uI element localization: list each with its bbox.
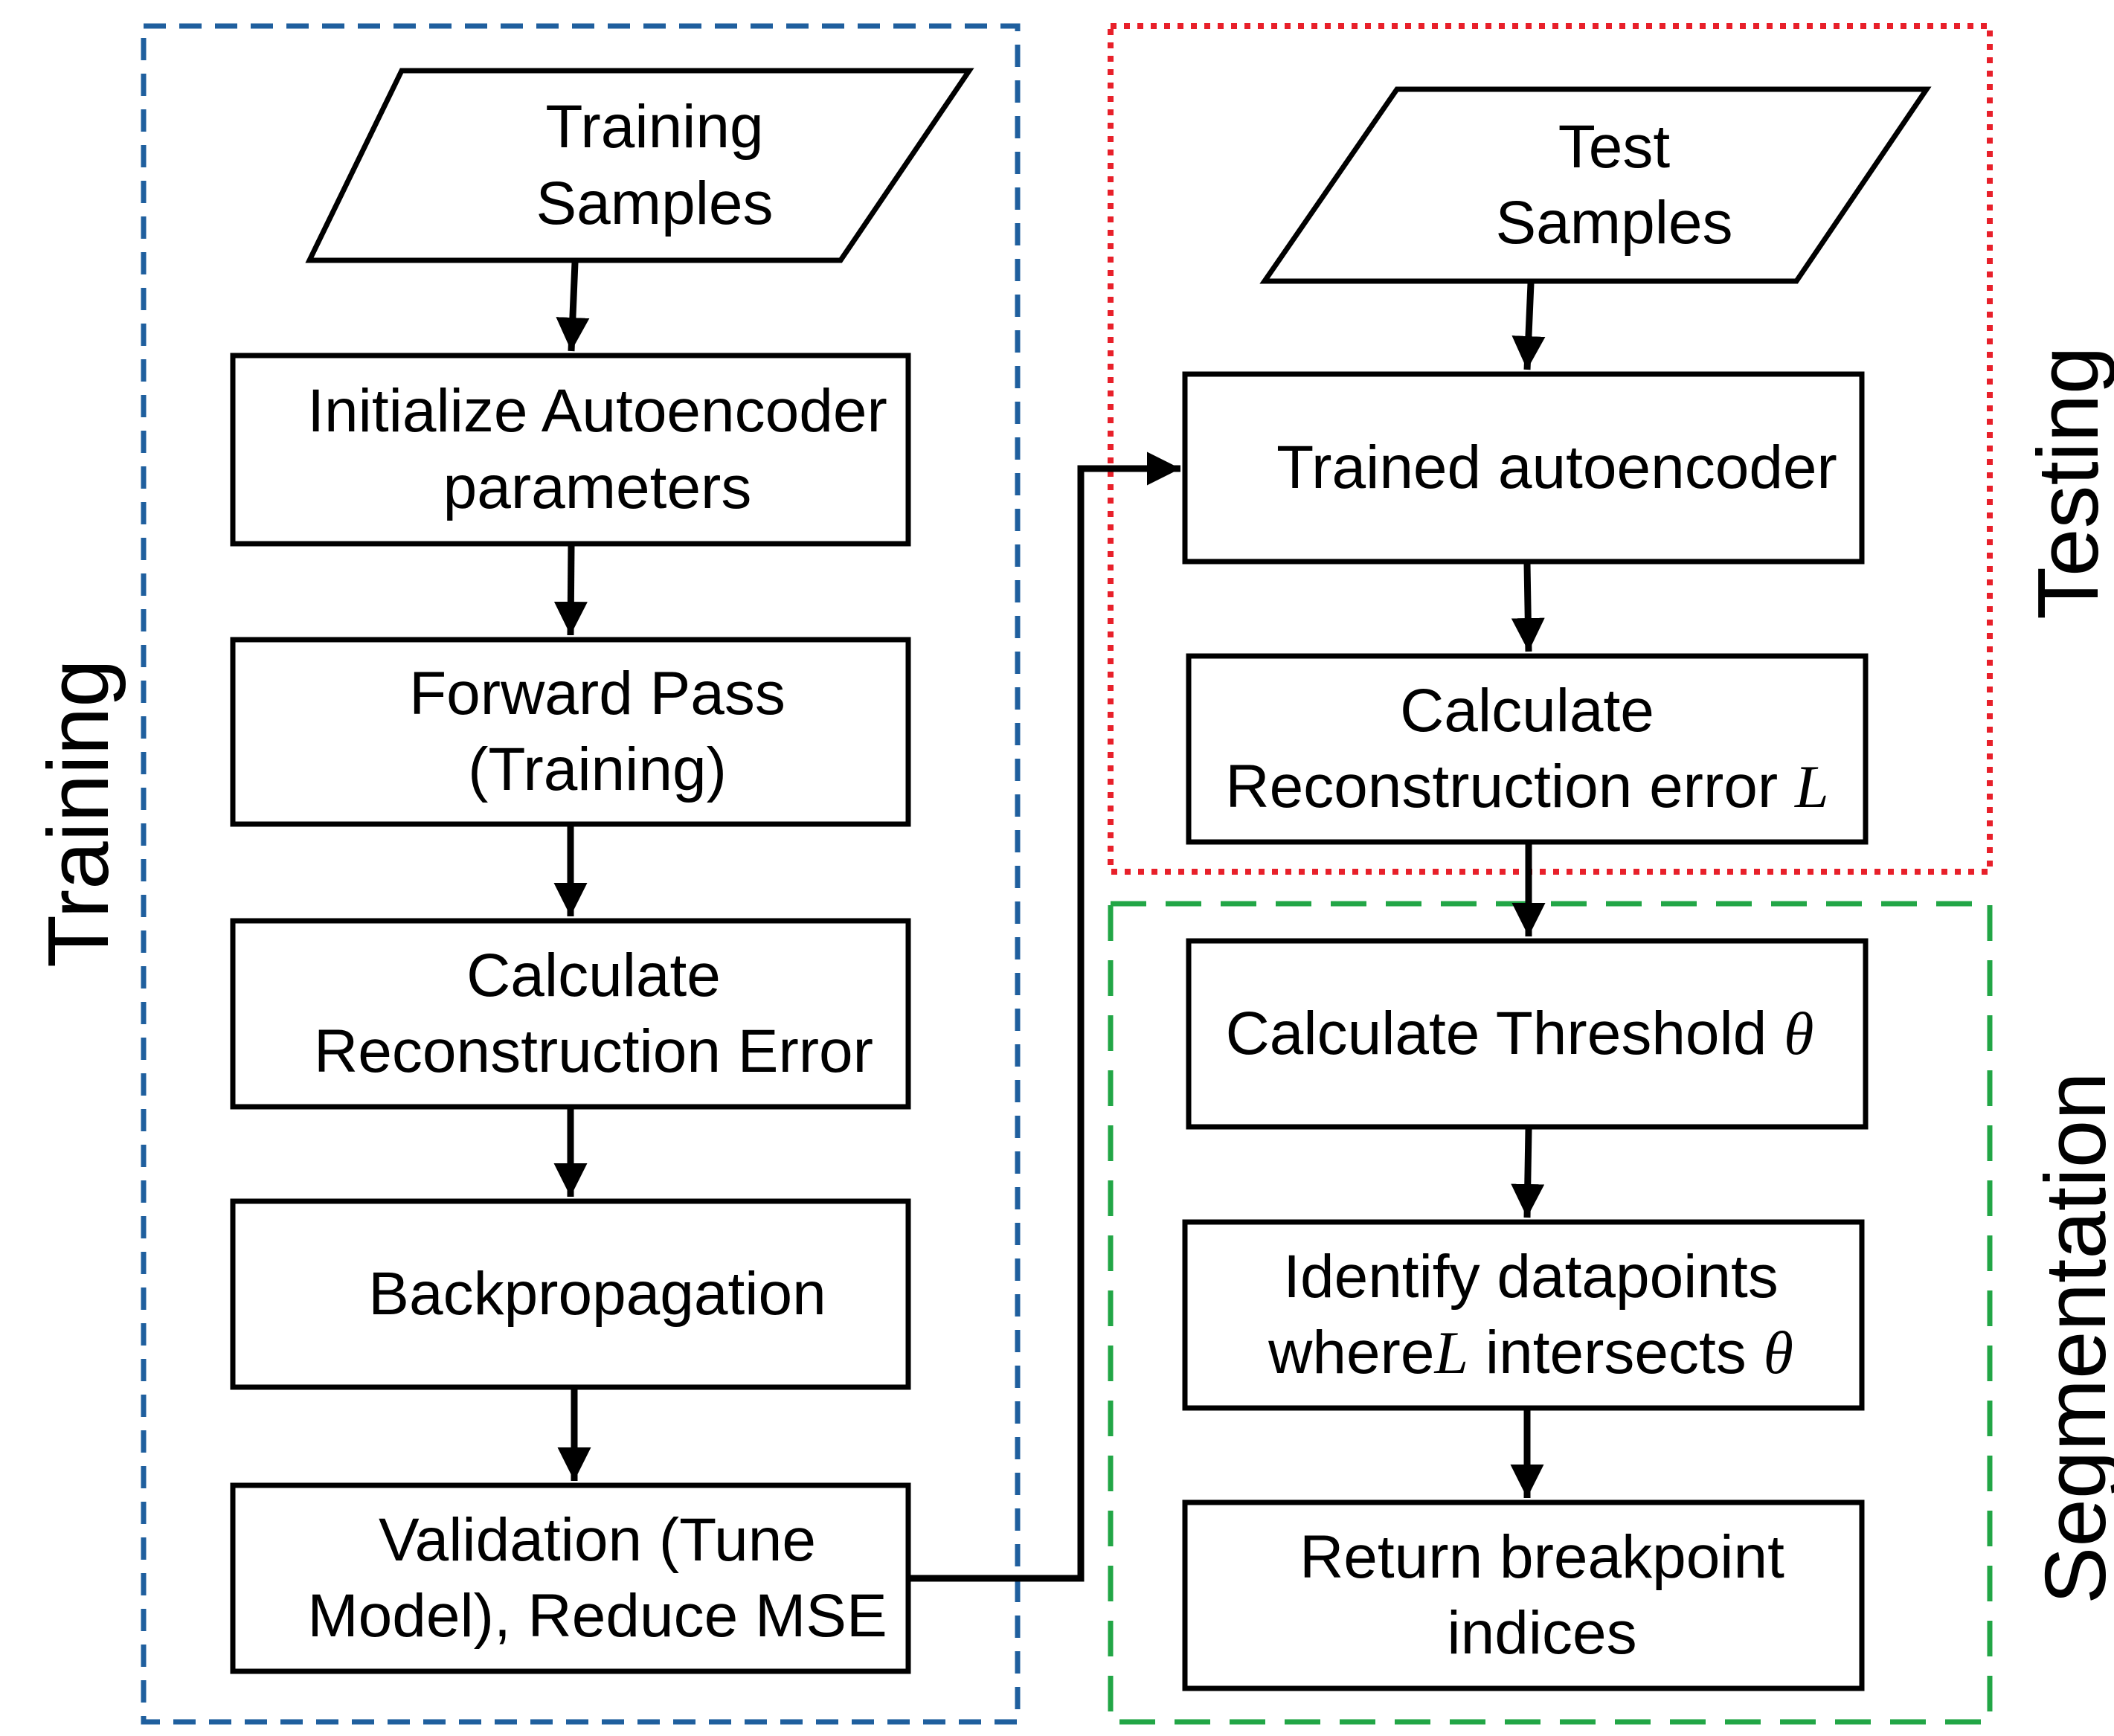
testing-group-label: Testing [2020, 346, 2114, 620]
segmentation-group-frame [1108, 901, 1993, 1725]
return-line1: Return breakpoint [1299, 1523, 1784, 1591]
test-samples-shape [1259, 86, 1932, 284]
loss-symbol: L [1795, 753, 1829, 820]
test-samples-line1: Test [1558, 112, 1671, 181]
initialize-box [230, 353, 911, 547]
identify-node: Identify datapoints whereL intersects θ [1185, 1222, 1862, 1408]
threshold-node: Calculate Threshold θ [1189, 941, 1866, 1127]
training-group-frame [141, 23, 1021, 1725]
training-samples-line2: Samples [536, 169, 774, 237]
test-samples-line2: Samples [1495, 189, 1733, 257]
return-box [1182, 1499, 1865, 1691]
forward-pass-line1: Forward Pass [409, 659, 785, 727]
training-samples-shape [305, 68, 974, 263]
segmentation-group-label: Segmentation [2027, 1072, 2114, 1604]
trained-autoencoder-box [1182, 371, 1865, 565]
identify-where: where [1268, 1319, 1435, 1386]
forward-pass-node: Forward Pass (Training) [233, 640, 947, 824]
trained-autoencoder-line1: Trained autoencoder [1276, 433, 1837, 501]
training-samples-node: Training Samples [417, 82, 893, 249]
threshold-text: Calculate Threshold [1225, 999, 1767, 1067]
testing-group-frame [1108, 23, 1993, 875]
arrow-validation-to-trained [908, 451, 1180, 1582]
return-line2: indices [1447, 1599, 1637, 1667]
training-samples-line1: Training [545, 93, 764, 161]
training-group-label: Training [30, 659, 126, 968]
threshold-line1: Calculate Threshold θ [1226, 996, 1814, 1073]
calc-error-test-line1: Calculate [1400, 676, 1654, 745]
initialize-line1: Initialize Autoencoder [307, 377, 887, 445]
arrow-threshold-to-identify [1511, 1128, 1545, 1218]
identify-line1: Identify datapoints [1283, 1242, 1779, 1311]
backprop-box [230, 1198, 911, 1390]
validation-line1: Validation (Tune [378, 1505, 816, 1574]
calc-error-train-line2: Reconstruction Error [314, 1018, 873, 1085]
identify-line2: whereL intersects θ [1268, 1315, 1793, 1392]
identify-intersects: intersects [1485, 1319, 1747, 1386]
calc-error-test-box [1186, 653, 1869, 845]
return-node: Return breakpoint indices [1185, 1502, 1884, 1688]
calc-error-train-line1: Calculate [466, 941, 721, 1009]
arrow-test-samples-to-trained [1511, 283, 1546, 370]
calc-error-test-line2: Reconstruction error L [1225, 749, 1828, 826]
calc-error-test-text: Reconstruction error [1225, 753, 1779, 820]
validation-line2: Model), Reduce MSE [307, 1582, 887, 1650]
trained-autoencoder-node: Trained autoencoder [1185, 374, 1899, 562]
arrow-samples-to-initialize [556, 262, 590, 352]
threshold-box [1186, 938, 1869, 1130]
initialize-node: Initialize Autoencoder parameters [233, 356, 947, 544]
identify-loss-symbol: L [1434, 1319, 1469, 1386]
calc-error-test-node: Calculate Reconstruction error L [1189, 656, 1866, 842]
identify-theta-symbol: θ [1763, 1319, 1793, 1386]
theta-symbol: θ [1784, 999, 1814, 1067]
calc-error-train-box [230, 918, 911, 1110]
identify-box [1182, 1219, 1865, 1411]
forward-pass-box [230, 637, 911, 827]
arrow-trained-to-calc-error [1511, 563, 1545, 652]
backprop-node: Backpropagation [233, 1201, 947, 1387]
initialize-line2: parameters [443, 453, 752, 521]
calc-error-train-node: Calculate Reconstruction Error [233, 921, 932, 1107]
backprop-line1: Backpropagation [368, 1259, 826, 1328]
validation-node: Validation (Tune Model), Reduce MSE [233, 1485, 947, 1671]
forward-pass-line2: (Training) [468, 736, 727, 803]
test-samples-node: Test Samples [1376, 100, 1852, 270]
